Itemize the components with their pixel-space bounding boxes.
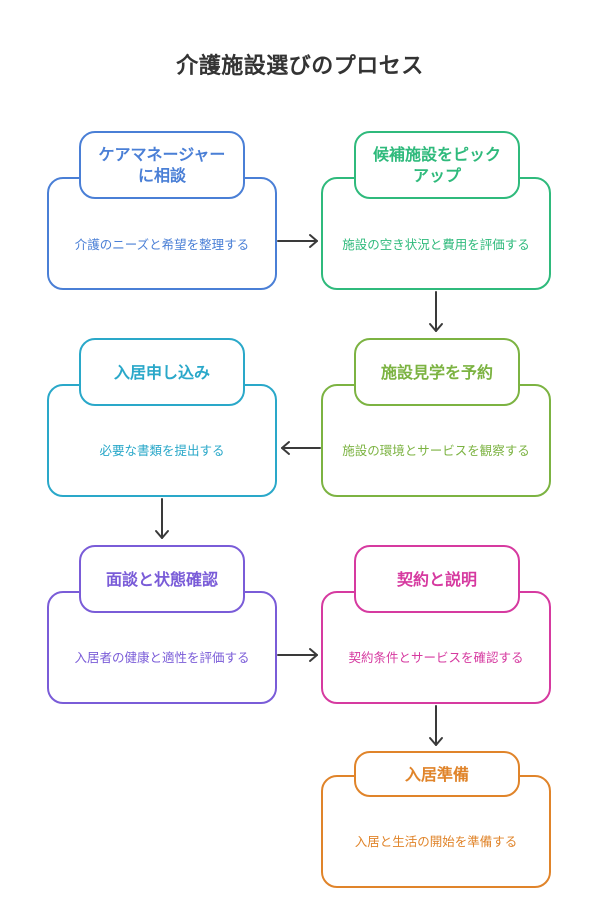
diagram-title: 介護施設選びのプロセス	[176, 54, 424, 79]
step-desc-contract: 契約条件とサービスを確認する	[348, 650, 524, 665]
step-desc-consult: 介護のニーズと希望を整理する	[74, 237, 250, 252]
arrow-step1-to-step2	[277, 234, 318, 248]
step-title-apply: 入居申し込み	[79, 338, 245, 406]
arrow-step2-to-step3	[429, 291, 443, 332]
step-desc-interview: 入居者の健康と適性を評価する	[74, 650, 250, 665]
step-title-contract: 契約と説明	[354, 545, 520, 613]
arrow-step5-to-step6	[277, 648, 318, 662]
step-desc-prepare: 入居と生活の開始を準備する	[354, 834, 518, 849]
step-desc-visit: 施設の環境とサービスを観察する	[342, 443, 530, 458]
step-title-interview: 面談と状態確認	[79, 545, 245, 613]
step-title-shortlist: 候補施設をピックアップ	[354, 131, 520, 199]
arrow-step4-to-step5	[155, 498, 169, 539]
arrow-step6-to-step7	[429, 705, 443, 746]
step-desc-shortlist: 施設の空き状況と費用を評価する	[342, 237, 530, 252]
step-desc-apply: 必要な書類を提出する	[99, 443, 225, 458]
step-title-prepare: 入居準備	[354, 751, 520, 797]
step-title-visit: 施設見学を予約	[354, 338, 520, 406]
arrow-step3-to-step4	[281, 441, 321, 455]
step-title-consult: ケアマネージャーに相談	[79, 131, 245, 199]
